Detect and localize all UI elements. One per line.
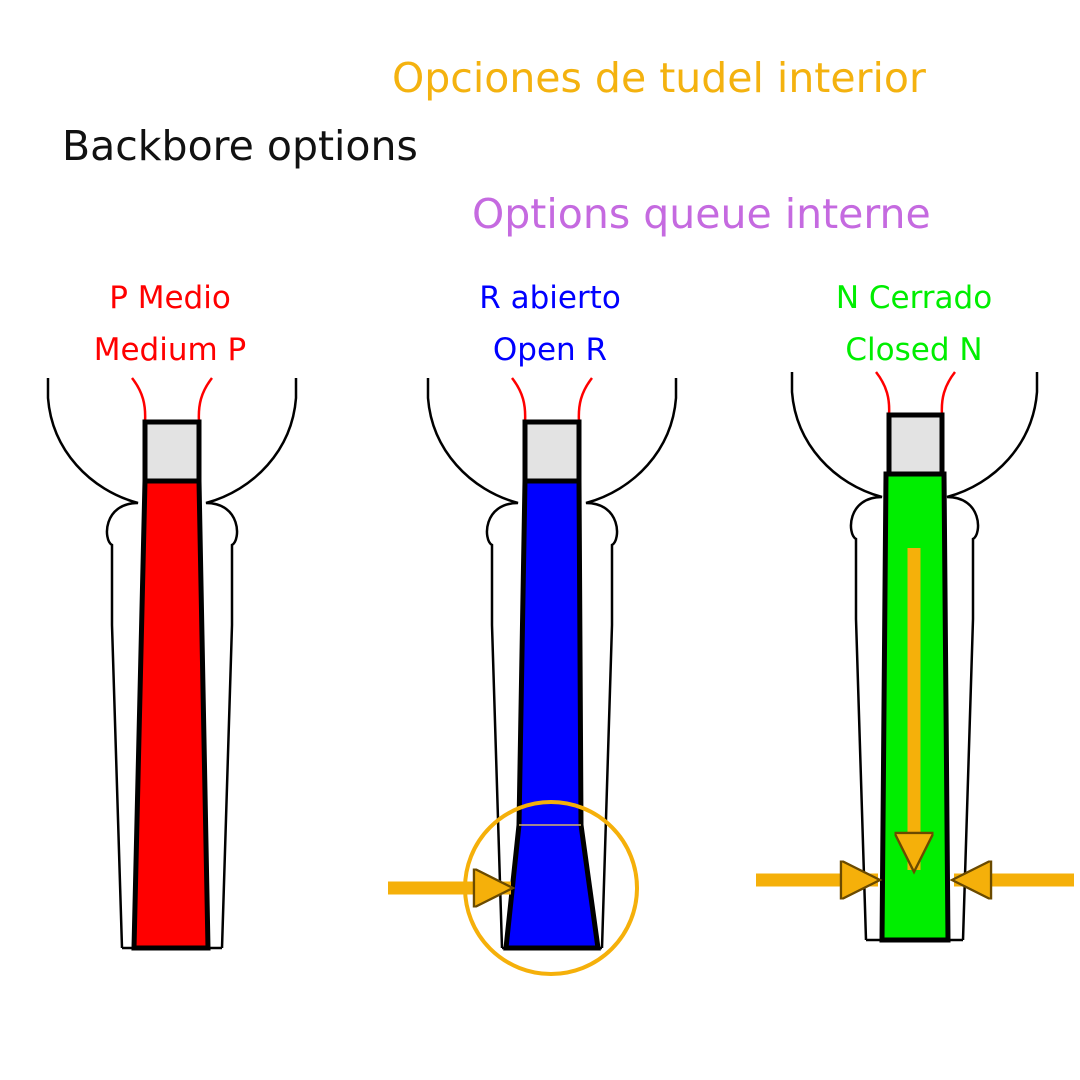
mouthpiece-p-throat [142, 419, 202, 484]
option-label-n-english: Closed N [845, 332, 983, 368]
option-label-p-english: Medium P [93, 332, 247, 368]
mouthpiece-p-rim-lines [131, 377, 213, 423]
mouthpiece-closed-n [756, 371, 1074, 943]
mouthpiece-r-throat [522, 419, 582, 484]
title-spanish: Opciones de tudel interior [392, 54, 926, 102]
title-french: Options queue interne [472, 190, 931, 238]
mouthpiece-p-right-outline [205, 378, 298, 949]
backbore-open-r [503, 478, 601, 951]
option-label-medium-p: P Medio Medium P [20, 272, 320, 376]
option-label-p-spanish: P Medio [109, 280, 231, 316]
mouthpiece-p-left-outline [46, 378, 139, 949]
mouthpiece-n-throat [886, 412, 945, 477]
option-label-open-r: R abierto Open R [400, 272, 700, 376]
title-english: Backbore options [62, 122, 418, 170]
backbore-medium-p [131, 478, 211, 951]
mouthpiece-r-right-outline [585, 378, 678, 949]
mouthpiece-medium-p [46, 377, 298, 951]
mouthpiece-open-r [388, 377, 678, 976]
mouthpiece-n-right-outline [946, 372, 1039, 941]
option-label-r-spanish: R abierto [479, 280, 621, 316]
mouthpiece-r-rim-lines [511, 377, 593, 423]
option-label-closed-n: N Cerrado Closed N [764, 272, 1064, 376]
mouthpiece-n-left-outline [790, 372, 883, 941]
option-label-r-english: Open R [492, 332, 608, 368]
mouthpiece-n-rim-lines [875, 371, 956, 416]
mouthpiece-r-left-outline [426, 378, 519, 949]
option-label-n-spanish: N Cerrado [835, 280, 993, 316]
